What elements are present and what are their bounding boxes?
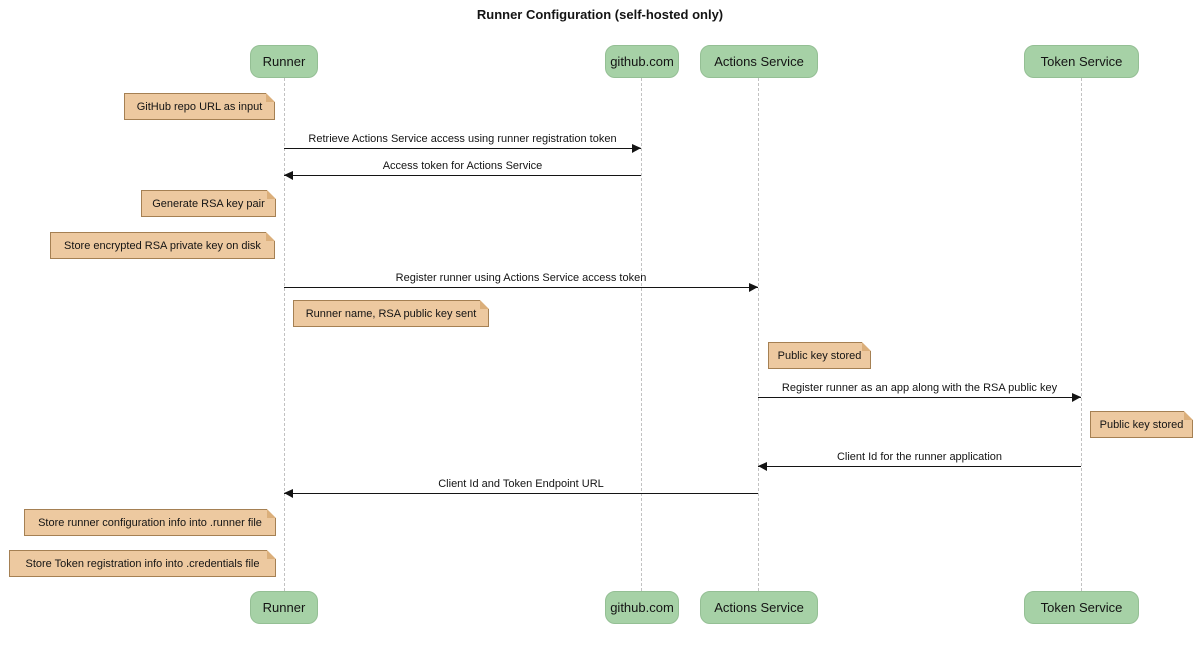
- message-access-token: Access token for Actions Service: [284, 160, 641, 182]
- message-label: Register runner as an app along with the…: [781, 382, 1058, 394]
- note-generate-rsa-key-pair: Generate RSA key pair: [141, 190, 276, 217]
- note-public-key-stored-token: Public key stored: [1090, 411, 1193, 438]
- arrowhead-right-icon: [632, 144, 641, 153]
- note-github-repo-url: GitHub repo URL as input: [124, 93, 275, 120]
- message-line: [758, 466, 1081, 467]
- message-label: Client Id and Token Endpoint URL: [438, 478, 604, 490]
- arrowhead-right-icon: [1072, 393, 1081, 402]
- message-label: Register runner using Actions Service ac…: [395, 272, 647, 284]
- message-label: Access token for Actions Service: [382, 160, 543, 172]
- note-public-key-stored-actions: Public key stored: [768, 342, 871, 369]
- lifeline-actions-service: [758, 78, 759, 591]
- participant-github-bottom: github.com: [605, 591, 679, 624]
- message-register-app: Register runner as an app along with the…: [758, 382, 1081, 404]
- arrowhead-left-icon: [758, 462, 767, 471]
- message-line: [758, 397, 1081, 398]
- message-label: Client Id for the runner application: [836, 451, 1003, 463]
- participant-token-service-top: Token Service: [1024, 45, 1139, 78]
- lifeline-github: [641, 78, 642, 591]
- message-retrieve-actions-access: Retrieve Actions Service access using ru…: [284, 133, 641, 155]
- participant-runner-bottom: Runner: [250, 591, 318, 624]
- note-store-credentials-file: Store Token registration info into .cred…: [9, 550, 276, 577]
- arrowhead-left-icon: [284, 489, 293, 498]
- participant-github-top: github.com: [605, 45, 679, 78]
- message-line: [284, 148, 641, 149]
- note-runner-name-public-key-sent: Runner name, RSA public key sent: [293, 300, 489, 327]
- participant-actions-service-top: Actions Service: [700, 45, 818, 78]
- message-client-id: Client Id for the runner application: [758, 451, 1081, 473]
- participant-runner-top: Runner: [250, 45, 318, 78]
- message-register-runner: Register runner using Actions Service ac…: [284, 272, 758, 294]
- message-line: [284, 493, 758, 494]
- lifeline-runner: [284, 78, 285, 591]
- message-line: [284, 287, 758, 288]
- note-store-private-key: Store encrypted RSA private key on disk: [50, 232, 275, 259]
- message-client-id-endpoint: Client Id and Token Endpoint URL: [284, 478, 758, 500]
- lifeline-token-service: [1081, 78, 1082, 591]
- arrowhead-right-icon: [749, 283, 758, 292]
- participant-actions-service-bottom: Actions Service: [700, 591, 818, 624]
- arrowhead-left-icon: [284, 171, 293, 180]
- message-line: [284, 175, 641, 176]
- participant-token-service-bottom: Token Service: [1024, 591, 1139, 624]
- message-label: Retrieve Actions Service access using ru…: [308, 133, 617, 145]
- note-store-runner-file: Store runner configuration info into .ru…: [24, 509, 276, 536]
- diagram-title: Runner Configuration (self-hosted only): [476, 7, 724, 22]
